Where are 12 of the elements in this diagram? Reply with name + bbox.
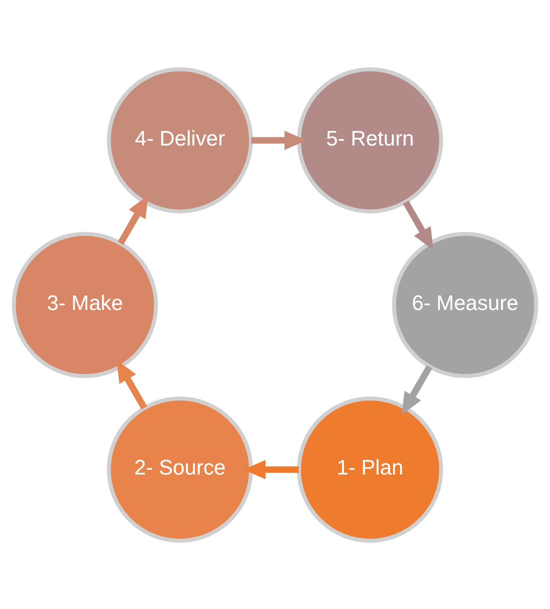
arrow (118, 194, 148, 244)
node-circle: 3- Make (12, 231, 158, 378)
arrow (402, 364, 432, 414)
node-circle: 4- Deliver (106, 66, 254, 213)
node-circle: 2- Source (106, 396, 254, 542)
node-circle: 6- Measure (392, 231, 538, 378)
arrow (116, 360, 148, 409)
arrow (243, 460, 299, 479)
node-circle: 5- Return (296, 66, 444, 213)
arrow (251, 130, 307, 150)
node-circle: 1- Plan (296, 396, 444, 542)
arrow (402, 200, 434, 250)
